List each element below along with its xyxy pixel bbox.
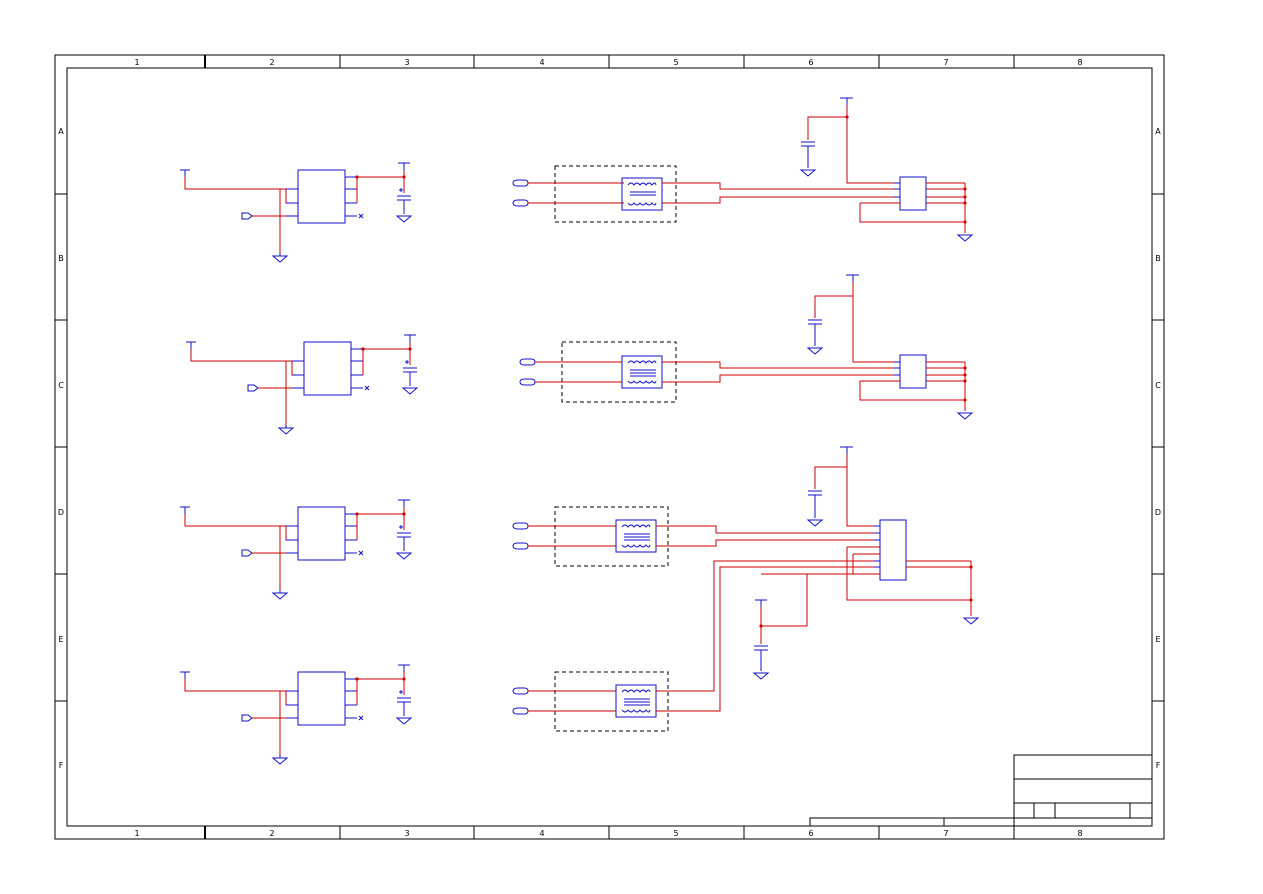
column-label: 6 <box>808 58 813 67</box>
isolation-transformer-3 <box>512 506 880 567</box>
column-label: 7 <box>943 58 948 67</box>
column-grid <box>204 55 1015 839</box>
column-label: 1 <box>134 58 139 67</box>
regulator-circuit-1 <box>179 162 412 263</box>
row-label: B <box>58 254 64 263</box>
column-label: 5 <box>673 58 678 67</box>
column-label: 6 <box>808 829 813 838</box>
title-block <box>809 754 1153 827</box>
column-labels-top: 1 2 3 4 5 6 7 8 <box>134 58 1082 67</box>
regulator-circuit-2 <box>185 334 418 435</box>
column-label: 4 <box>539 58 544 67</box>
isolation-transformer-2 <box>519 341 900 403</box>
row-label: D <box>58 508 64 517</box>
row-labels-right: A B C D E F <box>1155 127 1161 770</box>
column-label: 3 <box>404 58 409 67</box>
row-label: D <box>1155 508 1161 517</box>
column-label: 4 <box>539 829 544 838</box>
row-label: E <box>58 635 63 644</box>
column-label: 8 <box>1077 58 1082 67</box>
row-grid <box>55 193 1164 702</box>
column-label: 2 <box>269 58 274 67</box>
column-label: 7 <box>943 829 948 838</box>
connector-circuit-3 <box>752 446 980 680</box>
connector-circuit-1 <box>799 97 974 242</box>
column-label: 2 <box>269 829 274 838</box>
row-label: F <box>59 761 64 770</box>
row-label: B <box>1155 254 1161 263</box>
row-label: C <box>1155 381 1161 390</box>
row-label: A <box>1155 127 1161 136</box>
row-labels-left: A B C D E F <box>58 127 64 770</box>
row-label: E <box>1155 635 1160 644</box>
column-label: 5 <box>673 829 678 838</box>
isolation-transformer-4 <box>512 560 880 732</box>
column-label: 3 <box>404 829 409 838</box>
row-label: F <box>1156 761 1161 770</box>
column-labels-bottom: 1 2 3 4 5 6 7 8 <box>134 829 1082 838</box>
column-label: 1 <box>134 829 139 838</box>
isolation-transformer-1 <box>512 165 901 223</box>
regulator-circuit-4 <box>179 664 412 765</box>
row-label: C <box>58 381 64 390</box>
column-label: 8 <box>1077 829 1082 838</box>
row-label: A <box>58 127 64 136</box>
connector-circuit-2 <box>806 274 974 420</box>
sheet-border <box>54 54 1165 840</box>
regulator-circuit-3 <box>179 499 412 600</box>
